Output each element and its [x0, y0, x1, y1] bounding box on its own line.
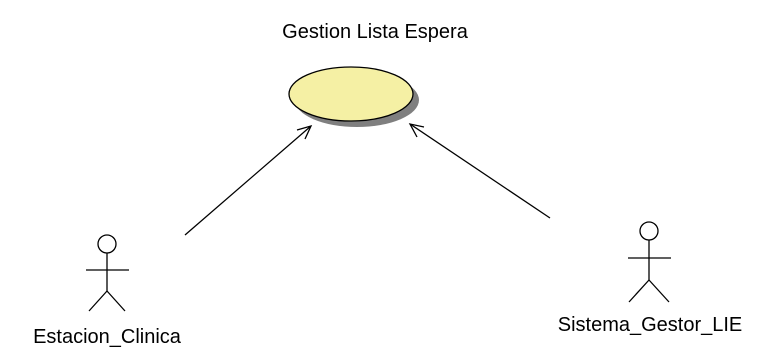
use-case-label: Gestion Lista Espera: [282, 21, 469, 43]
association-sistema-gestor-lie[interactable]: [408, 123, 551, 219]
arrowhead-open-icon: [296, 124, 313, 140]
arrowhead-open-icon: [408, 123, 425, 138]
actor-stick-figure-icon: [628, 221, 671, 303]
use-case-ellipse[interactable]: [288, 66, 414, 122]
association-line: [409, 123, 551, 219]
actor-stick-figure-icon: [86, 234, 129, 312]
actor-label: Estacion_Clinica: [33, 326, 182, 348]
use-case-gestion-lista-espera[interactable]: [288, 66, 419, 127]
actor-estacion-clinica[interactable]: Estacion_Clinica: [33, 234, 182, 348]
actor-sistema-gestor-lie[interactable]: Sistema_Gestor_LIE: [558, 221, 743, 336]
association-estacion-clinica[interactable]: [184, 124, 313, 236]
association-line: [184, 125, 312, 236]
actor-label: Sistema_Gestor_LIE: [558, 314, 743, 336]
